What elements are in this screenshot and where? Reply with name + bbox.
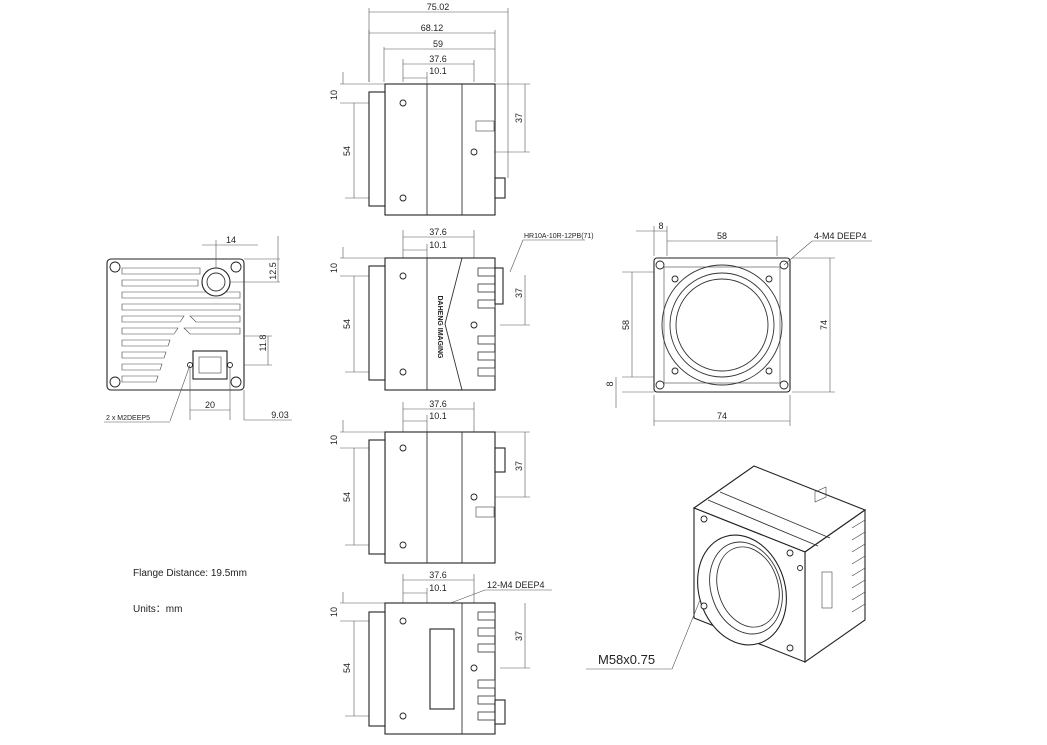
dim-conn-y: 12.5 bbox=[268, 262, 278, 280]
notes: Flange Distance: 19.5mm Units：mm bbox=[133, 568, 247, 615]
hole-callout: 4-M4 DEEP4 bbox=[814, 231, 867, 241]
dim-right-height: 37 bbox=[514, 113, 524, 123]
connector-callout: HR10A-10R-12PB(71) bbox=[524, 233, 594, 240]
rear-view: 14 12.5 11.8 20 9.03 2 x M2DEEP5 bbox=[104, 235, 292, 423]
dim-overall-length: 75.02 bbox=[427, 2, 450, 12]
dim-margin-top: 8 bbox=[658, 221, 663, 231]
flange-distance-note: Flange Distance: 19.5mm bbox=[133, 568, 247, 579]
dim-front-section: 37.6 bbox=[429, 399, 447, 409]
side-view-2: 37.6 10.1 10 54 37 bbox=[329, 399, 530, 564]
dim-hole-span-y: 58 bbox=[621, 320, 631, 330]
dim-front-section: 37.6 bbox=[429, 54, 447, 64]
dim-height: 74 bbox=[819, 320, 829, 330]
dim-width: 74 bbox=[717, 411, 727, 421]
dim-front-ring: 10.1 bbox=[429, 240, 447, 250]
dim-eth-y: 11.8 bbox=[258, 335, 268, 352]
iso-fins bbox=[851, 519, 866, 613]
dim-offset-top: 10 bbox=[329, 607, 339, 617]
dim-front-ring: 10.1 bbox=[429, 583, 447, 593]
top-view: 75.02 68.12 59 37.6 10.1 10 54 37 bbox=[329, 2, 530, 216]
dim-offset-top: 10 bbox=[329, 435, 339, 445]
dim-right-height: 37 bbox=[514, 461, 524, 471]
dim-eth-x: 20 bbox=[205, 400, 215, 410]
dim-right-height: 37 bbox=[514, 288, 524, 298]
dim-margin-bottom: 8 bbox=[605, 381, 615, 386]
dim-body-length: 59 bbox=[433, 39, 443, 49]
bottom-view: 37.6 10.1 12-M4 DEEP4 10 54 37 bbox=[329, 570, 552, 735]
units-note: Units：mm bbox=[133, 604, 182, 615]
dim-offset-top: 10 bbox=[329, 263, 339, 273]
dim-hole-spacing: 54 bbox=[342, 319, 352, 329]
dim-conn-x: 14 bbox=[226, 235, 236, 245]
front-view: 8 58 58 8 74 74 4-M4 DEEP4 bbox=[605, 221, 872, 426]
screw-callout: 2 x M2DEEP5 bbox=[106, 415, 150, 422]
dim-offset-top: 10 bbox=[329, 90, 339, 100]
dim-hole-span-x: 58 bbox=[717, 231, 727, 241]
iso-view: M58x0.75 bbox=[586, 465, 867, 670]
heatsink-fins bbox=[121, 267, 241, 383]
dim-hole-spacing: 54 bbox=[342, 663, 352, 673]
dim-flange-to-back: 68.12 bbox=[421, 23, 444, 33]
dim-hole-spacing: 54 bbox=[342, 146, 352, 156]
logo-text: DAHENG IMAGING bbox=[436, 296, 443, 360]
thread-callout: M58x0.75 bbox=[598, 652, 655, 667]
dim-hole-spacing: 54 bbox=[342, 492, 352, 502]
dim-front-ring: 10.1 bbox=[429, 411, 447, 421]
dim-right-height: 37 bbox=[514, 631, 524, 641]
side-view-1: DAHENG IMAGING 37.6 10.1 HR10A-10R-12PB(… bbox=[329, 227, 594, 391]
dim-front-ring: 10.1 bbox=[429, 66, 447, 76]
hole-callout: 12-M4 DEEP4 bbox=[487, 580, 545, 590]
dim-front-section: 37.6 bbox=[429, 570, 447, 580]
dim-edge: 9.03 bbox=[271, 410, 289, 420]
dim-front-section: 37.6 bbox=[429, 227, 447, 237]
